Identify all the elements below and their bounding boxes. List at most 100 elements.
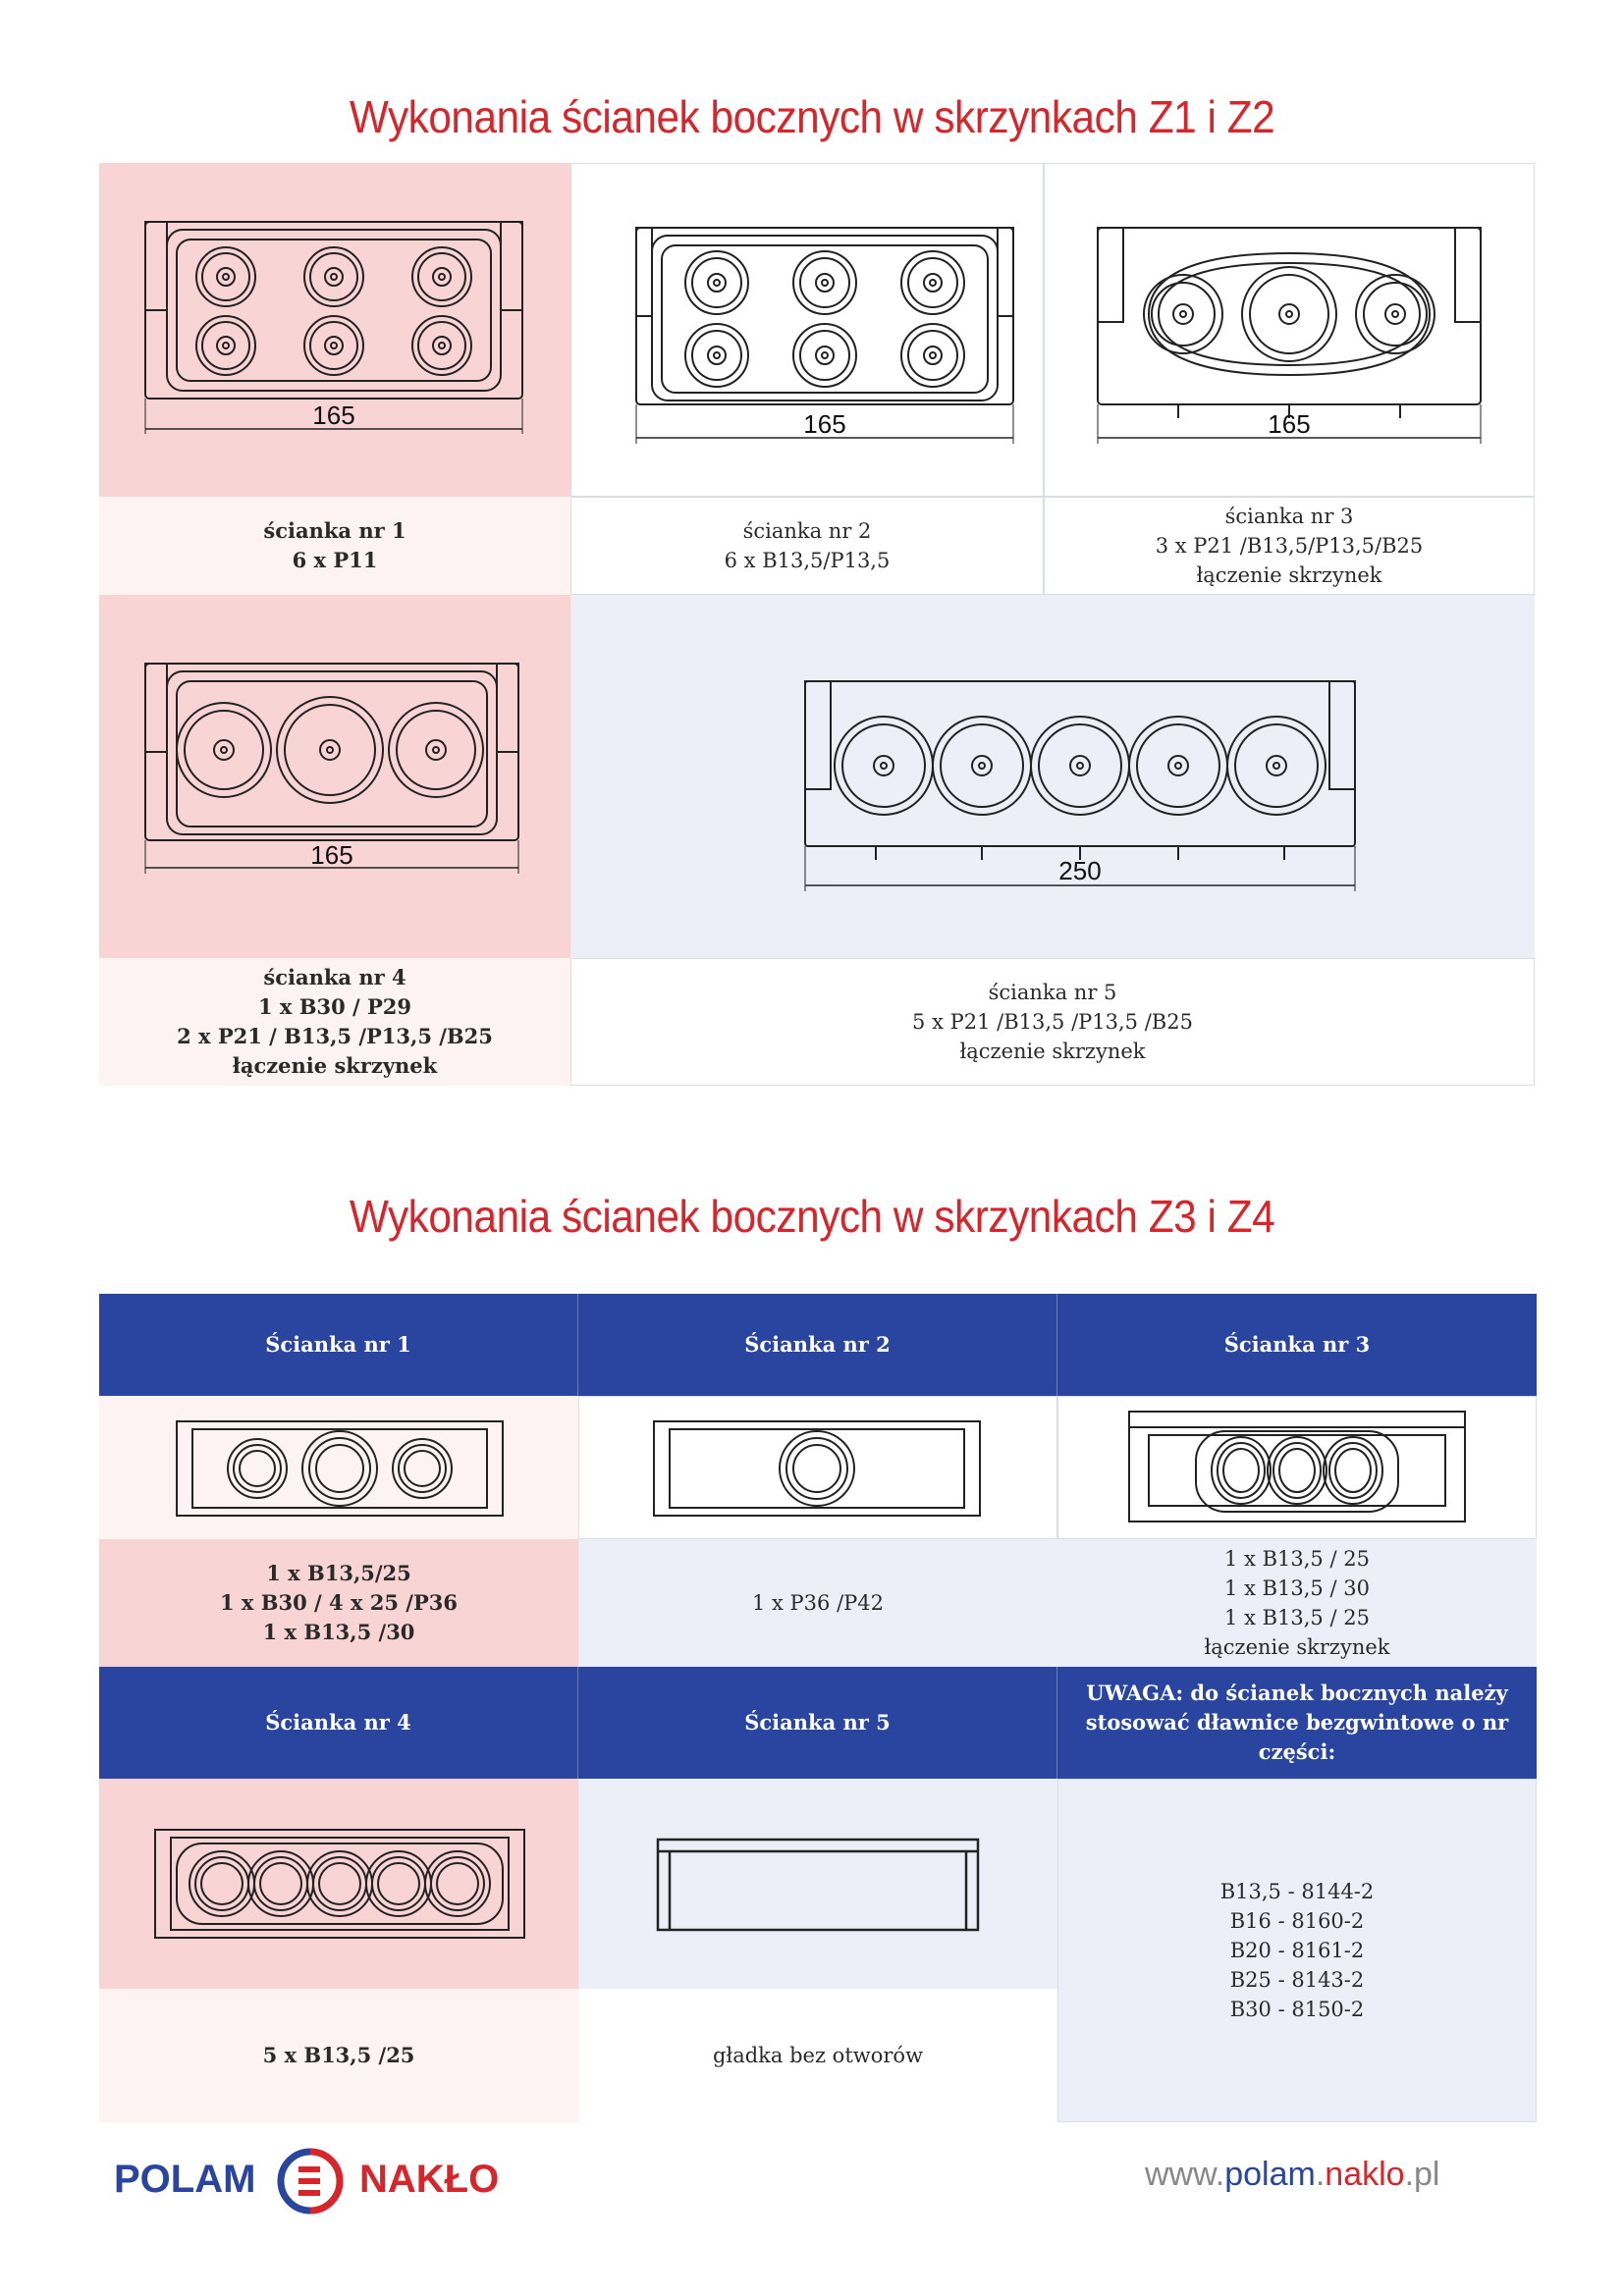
wall1-drawing: 165 <box>144 221 523 434</box>
z3-wall3-note: łączenie skrzynek <box>1204 1635 1390 1659</box>
hole-icon <box>1143 274 1223 354</box>
hole-icon <box>247 1850 314 1917</box>
hole-icon <box>1128 716 1228 816</box>
wall4-drawing: 165 <box>144 663 519 874</box>
hole-icon <box>411 246 472 307</box>
wall3-caption: ścianka nr 3 3 x P21 /B13,5/P13,5/B25 łą… <box>1044 497 1535 595</box>
wall4-spec-2: 2 x P21 / B13,5 /P13,5 /B25 <box>177 1024 493 1048</box>
wall2-holes <box>684 250 965 388</box>
part-number: B20 - 8161-2 <box>1229 1939 1365 1962</box>
hole-icon <box>303 315 364 376</box>
note-heading-1: UWAGA: do ścianek bocznych należy <box>1086 1681 1508 1705</box>
wall5-spec: 5 x P21 /B13,5 /P13,5 /B25 <box>912 1010 1193 1034</box>
wall5-holes <box>834 716 1326 860</box>
hole-icon <box>1355 274 1435 354</box>
note-header: UWAGA: do ścianek bocznych należy stosow… <box>1057 1667 1537 1779</box>
wall5-drawing: 250 <box>804 680 1356 891</box>
wall5-name: ścianka nr 5 <box>988 981 1117 1004</box>
wall5-image-cell <box>570 595 1535 958</box>
hole-icon <box>684 250 749 315</box>
hole-icon <box>424 1850 491 1917</box>
hole-icon <box>900 250 965 315</box>
hole-icon <box>388 702 484 798</box>
wall5-note: łączenie skrzynek <box>959 1040 1146 1063</box>
hole-icon <box>303 246 364 307</box>
url-dot: . <box>1315 2156 1326 2193</box>
hole-icon <box>792 250 857 315</box>
hole-icon <box>900 323 965 388</box>
wall4-spec-1: 1 x B30 / P29 <box>257 994 412 1019</box>
hole-icon <box>684 323 749 388</box>
section1-title: Wykonania ścianek bocznych w skrzynkach … <box>349 91 1275 142</box>
wall2-dimension: 165 <box>803 409 845 439</box>
z3-wall3-image-cell <box>1057 1396 1537 1539</box>
header-wall3: Ścianka nr 3 <box>1057 1294 1537 1396</box>
z3-wall2-spec-1: 1 x P36 /P42 <box>751 1591 884 1615</box>
wall3-drawing: 165 <box>1097 227 1482 444</box>
header-wall5: Ścianka nr 5 <box>578 1667 1057 1779</box>
wall2-drawing: 165 <box>635 227 1014 444</box>
hole-icon <box>411 315 472 376</box>
part-numbers-panel: B13,5 - 8144-2 B16 - 8160-2 B20 - 8161-2… <box>1057 1779 1537 2122</box>
hole-icon <box>779 1430 855 1507</box>
wall2-name: ścianka nr 2 <box>742 519 872 543</box>
z3-wall1-spec-2: 1 x B30 / 4 x 25 /P36 <box>220 1590 458 1615</box>
hole-icon <box>1226 716 1326 816</box>
z3-wall2-caption: 1 x P36 /P42 <box>578 1539 1057 1667</box>
polam-logo-icon <box>277 2148 344 2215</box>
brand-naklo: NAKŁO <box>359 2158 500 2201</box>
wall2-caption: ścianka nr 2 6 x B13,5/P13,5 <box>570 497 1044 595</box>
section2-title: Wykonania ścianek bocznych w skrzynkach … <box>349 1191 1275 1242</box>
wall5-dimension: 250 <box>1058 856 1101 885</box>
z3-wall3-drawing <box>1128 1411 1466 1522</box>
wall1-name: ścianka nr 1 <box>263 518 406 543</box>
hole-icon <box>189 1850 255 1917</box>
wall1-caption: ścianka nr 1 6 x P11 <box>99 497 570 595</box>
z3-wall5-spec-1: gładka bez otworów <box>712 2044 924 2067</box>
z3-wall3-spec-3: 1 x B13,5 / 25 <box>1224 1606 1370 1629</box>
part-number: B30 - 8150-2 <box>1229 1998 1365 2021</box>
header-wall1: Ścianka nr 1 <box>99 1294 578 1396</box>
part-number: B25 - 8143-2 <box>1229 1968 1365 1992</box>
hole-icon <box>1241 266 1337 362</box>
url-suffix: .pl <box>1404 2156 1440 2193</box>
z3-wall5-drawing <box>656 1838 980 1932</box>
hole-icon <box>1211 1436 1272 1505</box>
header-wall4: Ścianka nr 4 <box>99 1667 578 1779</box>
z3-wall4-image-cell <box>99 1779 578 1989</box>
z3-wall4-caption: 5 x B13,5 /25 <box>99 1989 578 2122</box>
url-naklo: naklo <box>1325 2156 1405 2193</box>
wall4-holes <box>176 696 484 804</box>
z3-wall1-caption: 1 x B13,5/25 1 x B30 / 4 x 25 /P36 1 x B… <box>99 1539 578 1667</box>
z3-wall3-spec-1: 1 x B13,5 / 25 <box>1224 1547 1370 1571</box>
hole-icon <box>301 1430 378 1507</box>
part-number: B13,5 - 8144-2 <box>1219 1880 1375 1903</box>
wall1-dimension: 165 <box>312 400 354 430</box>
z3-wall4-spec-1: 5 x B13,5 /25 <box>262 2043 415 2067</box>
wall4-dimension: 165 <box>310 840 352 870</box>
url-polam: polam <box>1224 2156 1316 2193</box>
hole-icon <box>834 716 934 816</box>
hole-icon <box>306 1850 373 1917</box>
wall3-holes <box>1143 266 1435 418</box>
hole-icon <box>176 702 272 798</box>
part-number: B16 - 8160-2 <box>1229 1909 1365 1933</box>
z3-wall1-spec-1: 1 x B13,5/25 <box>266 1561 411 1585</box>
z3-wall1-spec-3: 1 x B13,5 /30 <box>262 1620 415 1644</box>
wall3-name: ścianka nr 3 <box>1224 505 1354 528</box>
hole-icon <box>365 1850 432 1917</box>
wall4-note: łączenie skrzynek <box>232 1053 438 1078</box>
hole-icon <box>392 1438 453 1499</box>
wall3-note: łączenie skrzynek <box>1196 563 1382 587</box>
header-wall2: Ścianka nr 2 <box>578 1294 1057 1396</box>
wall3-image-cell <box>1044 163 1535 497</box>
z3-wall5-caption: gładka bez otworów <box>578 1989 1057 2122</box>
z3-wall2-drawing <box>653 1420 981 1517</box>
z3-wall1-drawing <box>176 1420 504 1517</box>
hole-icon <box>195 246 256 307</box>
hole-icon <box>276 696 384 804</box>
website-link[interactable]: www.polam.naklo.pl <box>1145 2156 1440 2194</box>
z3-wall3-spec-2: 1 x B13,5 / 30 <box>1224 1576 1370 1600</box>
url-prefix: www. <box>1145 2156 1225 2193</box>
z3-wall4-drawing <box>154 1829 525 1939</box>
